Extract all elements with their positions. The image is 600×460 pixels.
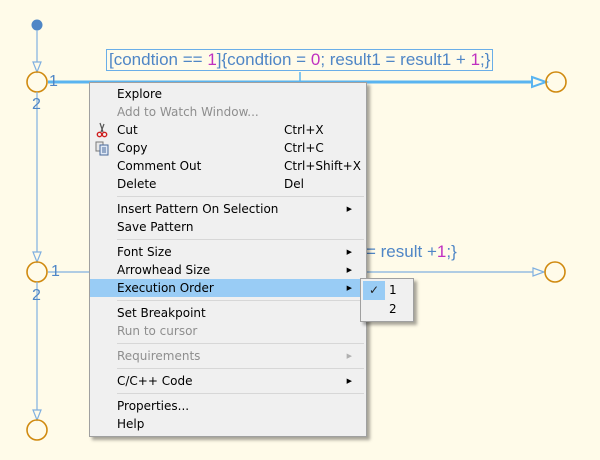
- menu-item-label: Execution Order: [117, 281, 214, 295]
- junction-bottom[interactable]: [26, 419, 48, 441]
- menu-item-label: Help: [117, 417, 145, 431]
- execution-order-submenu: ✓ 1 2: [360, 278, 414, 322]
- menu-separator: [117, 239, 364, 240]
- menu-separator: [117, 196, 364, 197]
- menu-item-help[interactable]: Help: [90, 415, 366, 433]
- menu-item-label: Save Pattern: [117, 220, 194, 234]
- submenu-item-label: 1: [389, 283, 397, 297]
- execution-order-label: 1: [51, 263, 60, 280]
- menu-item-set-breakpoint[interactable]: Set Breakpoint: [90, 304, 366, 322]
- menu-separator: [117, 300, 364, 301]
- menu-item-c-cpp-code[interactable]: C/C++ Code ▶: [90, 372, 366, 390]
- shortcut-label: Del: [284, 177, 304, 191]
- submenu-item-label: 2: [389, 302, 397, 316]
- menu-item-label: Insert Pattern On Selection: [117, 202, 279, 216]
- arrowhead-icon: [531, 75, 549, 89]
- junction-mid-right[interactable]: [544, 261, 566, 283]
- menu-item-label: C/C++ Code: [117, 374, 193, 388]
- arrowhead-icon: [32, 61, 42, 74]
- menu-item-label: Font Size: [117, 245, 172, 259]
- menu-item-label: Copy: [117, 141, 148, 155]
- shortcut-label: Ctrl+C: [284, 141, 324, 155]
- arrowhead-icon: [32, 251, 42, 264]
- menu-separator: [117, 368, 364, 369]
- menu-item-comment-out[interactable]: Comment Out Ctrl+Shift+X: [90, 157, 366, 175]
- check-icon: ✓: [363, 281, 385, 300]
- label-part: ]{condtion =: [216, 50, 311, 69]
- submenu-item-order-2[interactable]: 2: [361, 300, 413, 319]
- label-number: 1: [207, 50, 217, 69]
- menu-item-save-pattern[interactable]: Save Pattern: [90, 218, 366, 236]
- menu-item-label: Run to cursor: [117, 324, 198, 338]
- submenu-arrow-icon: ▶: [346, 248, 352, 256]
- arrowhead-icon: [32, 409, 42, 422]
- label-part: ; result1 = result1 +: [320, 50, 471, 69]
- menu-item-label: Explore: [117, 87, 163, 101]
- context-menu: Explore Add to Watch Window... Cut Ctrl+…: [89, 82, 367, 437]
- execution-order-label: 2: [32, 96, 41, 113]
- default-transition-dot[interactable]: [31, 19, 43, 31]
- menu-item-requirements: Requirements ▶: [90, 347, 366, 365]
- menu-item-arrowhead-size[interactable]: Arrowhead Size ▶: [90, 261, 366, 279]
- submenu-arrow-icon: ▶: [346, 266, 352, 274]
- menu-item-label: Add to Watch Window...: [117, 105, 259, 119]
- transition-label-mid[interactable]: = result +1;}: [366, 242, 457, 262]
- menu-item-delete[interactable]: Delete Del: [90, 175, 366, 193]
- submenu-item-order-1[interactable]: ✓ 1: [361, 281, 413, 300]
- menu-item-execution-order[interactable]: Execution Order ▶: [90, 279, 366, 297]
- menu-separator: [117, 343, 364, 344]
- submenu-arrow-icon: ▶: [346, 377, 352, 385]
- menu-item-run-to-cursor: Run to cursor: [90, 322, 366, 340]
- menu-item-label: Delete: [117, 177, 157, 191]
- execution-order-label: 2: [32, 287, 41, 304]
- menu-separator: [117, 393, 364, 394]
- menu-item-label: Set Breakpoint: [117, 306, 206, 320]
- menu-item-label: Comment Out: [117, 159, 202, 173]
- menu-item-label: Arrowhead Size: [117, 263, 211, 277]
- transition-label-selected[interactable]: [condtion == 1]{condtion = 0; result1 = …: [106, 49, 494, 71]
- menu-item-copy[interactable]: Copy Ctrl+C: [90, 139, 366, 157]
- junction-mid-left[interactable]: [26, 261, 48, 283]
- arrowhead-icon: [532, 267, 546, 277]
- menu-item-label: Properties...: [117, 399, 190, 413]
- label-part: = result +: [366, 242, 437, 261]
- menu-item-add-to-watch-window: Add to Watch Window...: [90, 103, 366, 121]
- menu-item-label: Cut: [117, 123, 138, 137]
- label-number: 1: [436, 242, 447, 261]
- submenu-arrow-icon: ▶: [346, 352, 352, 360]
- menu-item-explore[interactable]: Explore: [90, 85, 366, 103]
- submenu-arrow-icon: ▶: [346, 284, 352, 292]
- menu-item-cut[interactable]: Cut Ctrl+X: [90, 121, 366, 139]
- execution-order-label: 1: [49, 73, 58, 90]
- label-part: ;}: [446, 242, 457, 261]
- label-number: 0: [310, 50, 321, 69]
- label-part: [condtion ==: [109, 50, 208, 69]
- menu-item-label: Requirements: [117, 349, 201, 363]
- menu-item-insert-pattern-on-selection[interactable]: Insert Pattern On Selection ▶: [90, 200, 366, 218]
- copy-icon: [95, 141, 109, 156]
- shortcut-label: Ctrl+X: [284, 123, 324, 137]
- menu-item-font-size[interactable]: Font Size ▶: [90, 243, 366, 261]
- shortcut-label: Ctrl+Shift+X: [284, 159, 361, 173]
- scissors-icon: [96, 122, 108, 138]
- label-number: 1: [470, 50, 481, 69]
- junction-top-left[interactable]: [26, 71, 48, 93]
- label-part: ;}: [480, 50, 491, 69]
- junction-top-right[interactable]: [545, 71, 567, 93]
- menu-item-properties[interactable]: Properties...: [90, 397, 366, 415]
- submenu-arrow-icon: ▶: [346, 205, 352, 213]
